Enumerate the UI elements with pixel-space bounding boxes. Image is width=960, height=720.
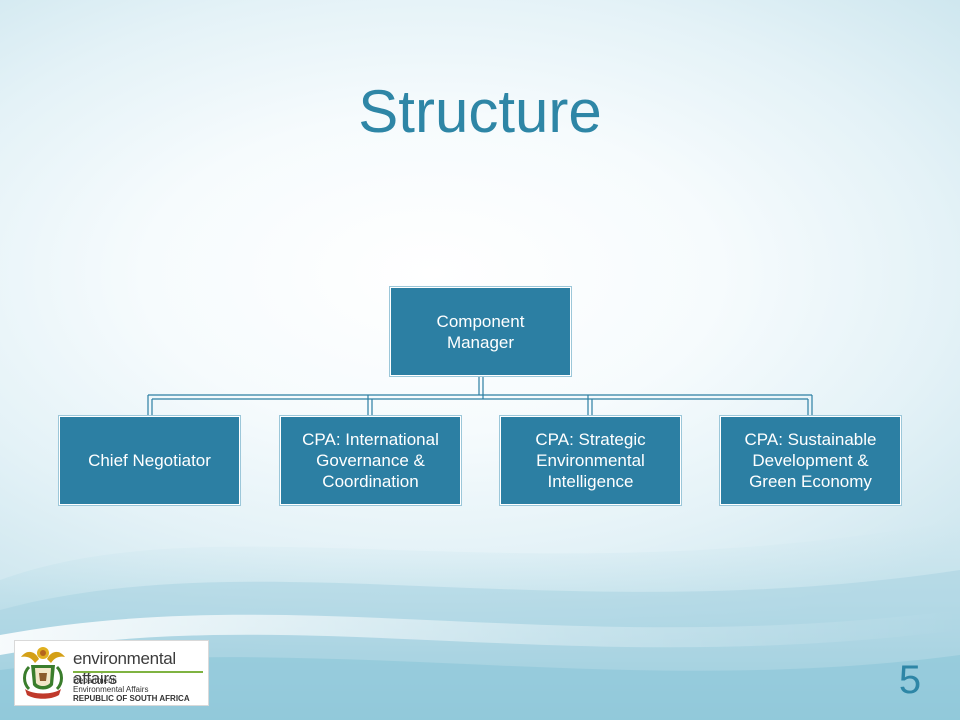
slide-title: Structure: [358, 78, 602, 145]
background-wave: [0, 520, 960, 720]
slide-page-number: 5: [898, 658, 922, 702]
logo-divider: [73, 671, 203, 673]
node-cpa-international-governance: CPA: International Governance & Coordina…: [279, 415, 462, 506]
node-component-manager: Component Manager: [389, 286, 572, 377]
node-label-line: CPA: International: [302, 430, 439, 449]
node-label-line: Coordination: [322, 472, 419, 491]
node-label-line: CPA: Strategic: [535, 430, 646, 449]
coat-of-arms-icon: [21, 647, 65, 699]
node-label-line: Development &: [752, 451, 869, 470]
node-label-line: Intelligence: [547, 472, 634, 491]
node-chief-negotiator: Chief Negotiator: [58, 415, 241, 506]
node-label-line: Environmental: [536, 451, 645, 470]
node-label-line: Component: [436, 311, 525, 331]
logo-line-department: Department:: [73, 676, 118, 685]
node-label-line: Manager: [446, 332, 515, 352]
node-label-line: Governance &: [316, 451, 425, 470]
logo-line-republic: REPUBLIC OF SOUTH AFRICA: [73, 694, 190, 703]
node-cpa-sustainable-development: CPA: Sustainable Development & Green Eco…: [719, 415, 902, 506]
department-logo: environmental affairs Department: Enviro…: [14, 640, 209, 706]
node-label-line: CPA: Sustainable: [744, 430, 877, 449]
logo-name: environmental affairs: [73, 649, 176, 688]
node-label-line: Green Economy: [749, 472, 872, 491]
node-label-line: Chief Negotiator: [88, 451, 211, 470]
logo-line-environmental-affairs: Environmental Affairs: [73, 685, 149, 694]
node-cpa-strategic-environmental-intelligence: CPA: Strategic Environmental Intelligenc…: [499, 415, 682, 506]
